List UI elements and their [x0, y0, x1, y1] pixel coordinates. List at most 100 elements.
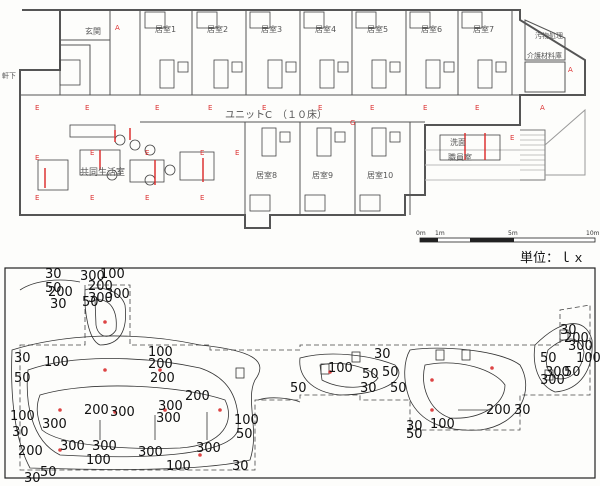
lamp-mark: E	[318, 104, 322, 112]
isoline-label: 50	[40, 465, 57, 480]
isoline-label: 300	[138, 445, 163, 460]
isoline-label: 50	[14, 371, 31, 386]
storage-label: 介護材料庫	[527, 51, 562, 60]
isoline-label: 200	[88, 279, 113, 294]
isolux-map	[4, 267, 596, 479]
isoline-label: 50	[564, 365, 581, 380]
isoline-label: 100	[10, 409, 35, 424]
isoline-label: 300	[540, 373, 565, 388]
lamp-mark: E	[200, 149, 204, 157]
isoline-label: 100	[430, 417, 455, 432]
isoline-label: 200	[564, 331, 589, 346]
plan-labels: 居室1 居室2 居室3 居室4 居室5 居室6 居室7 居室8 居室9 居室10…	[2, 24, 563, 180]
room-label-6: 居室6	[421, 24, 442, 34]
isoline-label: 50	[406, 427, 423, 442]
isoline-label: 100	[86, 453, 111, 468]
isoline-label: 100	[328, 361, 353, 376]
isoline-label: 300	[545, 365, 570, 380]
isoline-label: 300	[60, 439, 85, 454]
isoline-label: 50	[362, 367, 379, 382]
cleaning-room-label: 汚物処理	[535, 31, 563, 40]
isoline-label: 30	[374, 347, 391, 362]
lamp-mark: E	[370, 104, 374, 112]
isoline-label: 30	[50, 297, 67, 312]
isoline-label: 300	[88, 291, 113, 306]
unit-caption: 単位：ｌｘ	[520, 250, 585, 266]
scale-tick-0: 0m	[416, 230, 426, 237]
room-label-5: 居室5	[367, 24, 388, 34]
lamp-mark: E	[90, 194, 94, 202]
isoline-label: 200	[486, 403, 511, 418]
isoline-label: 100	[100, 267, 125, 282]
lamp-mark: E	[145, 194, 149, 202]
isoline-label: 200	[18, 444, 43, 459]
room-label-10: 居室10	[367, 170, 393, 180]
unit-label: ユニットC （１０床）	[225, 108, 327, 121]
lamp-mark: A	[568, 66, 573, 74]
isoline-label: 100	[576, 351, 600, 366]
staff-room-label: 職員室	[448, 152, 472, 162]
isoline-label: 50	[382, 365, 399, 380]
washroom-label: 洗面	[450, 137, 466, 147]
scale-tick-10: 10m	[586, 230, 600, 237]
room-label-1: 居室1	[155, 24, 176, 34]
isoline-label: 30	[232, 459, 249, 474]
room-label-8: 居室8	[256, 170, 277, 180]
room-label-3: 居室3	[261, 24, 282, 34]
room-label-7: 居室7	[473, 24, 494, 34]
lamp-mark: E	[35, 104, 39, 112]
floor-plan	[19, 9, 586, 229]
lamp-marks: A E E E E E E E E E G A A E E E E E E E …	[35, 24, 573, 202]
isoline-label: 50	[236, 427, 253, 442]
lamp-mark: E	[35, 194, 39, 202]
lamp-mark: E	[90, 149, 94, 157]
isoline-label: 30	[12, 425, 29, 440]
isoline-label: 50	[390, 381, 407, 396]
isoline-label: 100	[148, 345, 173, 360]
isoline-label: 100	[44, 355, 69, 370]
isoline-label: 300	[568, 339, 593, 354]
isoline-label: 100	[234, 413, 259, 428]
room-label-9: 居室9	[312, 170, 333, 180]
isoline-label: 30	[45, 267, 62, 282]
isoline-label: 200	[48, 285, 73, 300]
lamp-mark: E	[155, 104, 159, 112]
isoline-label: 200	[150, 371, 175, 386]
isoline-label: 50	[540, 351, 557, 366]
lamp-mark: E	[208, 104, 212, 112]
lamp-mark: E	[475, 104, 479, 112]
lamp-mark: E	[35, 154, 39, 162]
lamp-mark: E	[200, 194, 204, 202]
room-label-2: 居室2	[207, 24, 228, 34]
lamp-mark: E	[85, 104, 89, 112]
common-space-label: 共同生活室	[80, 166, 125, 178]
isoline-label: 50	[290, 381, 307, 396]
isoline-label: 30	[560, 323, 577, 338]
lamp-mark: A	[115, 24, 120, 32]
isoline-label: 300	[105, 287, 130, 302]
eave-label: 軒下	[2, 72, 16, 80]
isoline-label: 30	[24, 471, 41, 486]
scale-bar: 0m 1m 5m 10m	[416, 230, 600, 243]
isoline-label: 30	[514, 403, 531, 418]
isoline-label: 200	[84, 403, 109, 418]
lamp-mark: G	[350, 119, 355, 127]
lamp-mark: E	[235, 149, 239, 157]
isoline-label: 300	[156, 411, 181, 426]
lamp-mark: A	[540, 104, 545, 112]
isoline-label: 50	[82, 295, 99, 310]
isoline-label: 300	[80, 269, 105, 284]
lamp-mark: E	[423, 104, 427, 112]
isoline-label: 300	[42, 417, 67, 432]
lamp-mark: E	[145, 149, 149, 157]
isoline-label: 300	[158, 399, 183, 414]
isoline-label: 100	[166, 459, 191, 474]
isoline-label: 300	[196, 441, 221, 456]
isoline-label: 50	[45, 281, 62, 296]
lamp-mark: E	[262, 104, 266, 112]
isoline-label: 200	[185, 389, 210, 404]
isoline-label: 30	[14, 351, 31, 366]
isolux-labels: 30 300 100 50 200 300 200 300 30 50 30 1…	[10, 267, 600, 486]
